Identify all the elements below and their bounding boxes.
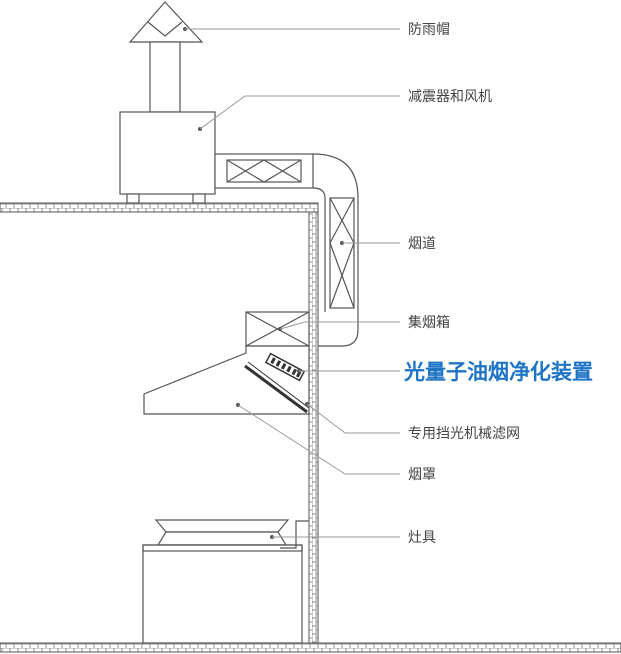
- label-purifier: 光量子油烟净化装置: [403, 360, 593, 384]
- flue-duct: [312, 153, 359, 347]
- label-fan-damper: 减震器和风机: [408, 89, 492, 105]
- rain-cap: [128, 1, 204, 113]
- label-hood: 烟罩: [408, 467, 436, 483]
- label-rain-cap: 防雨帽: [408, 22, 450, 38]
- leader-filter: [306, 403, 400, 434]
- range-hood: [143, 345, 310, 415]
- label-filter-mesh: 专用挡光机械滤网: [408, 426, 520, 442]
- leader-fan: [199, 95, 400, 130]
- leader-lines: [185, 28, 400, 538]
- label-stove: 灶具: [408, 530, 436, 546]
- collector-box: [245, 311, 310, 347]
- leader-collector: [279, 321, 400, 330]
- duct-horizontal: [214, 153, 314, 189]
- label-flue: 烟道: [408, 236, 436, 252]
- fan-box: [119, 111, 216, 204]
- roof-slab: [0, 202, 319, 213]
- floor: [0, 642, 621, 653]
- label-collector-box: 集烟箱: [408, 314, 450, 331]
- stove: [142, 519, 309, 644]
- photon-purifier-unit: [264, 352, 306, 382]
- leader-hood: [237, 404, 400, 475]
- brick-wall: [308, 211, 319, 644]
